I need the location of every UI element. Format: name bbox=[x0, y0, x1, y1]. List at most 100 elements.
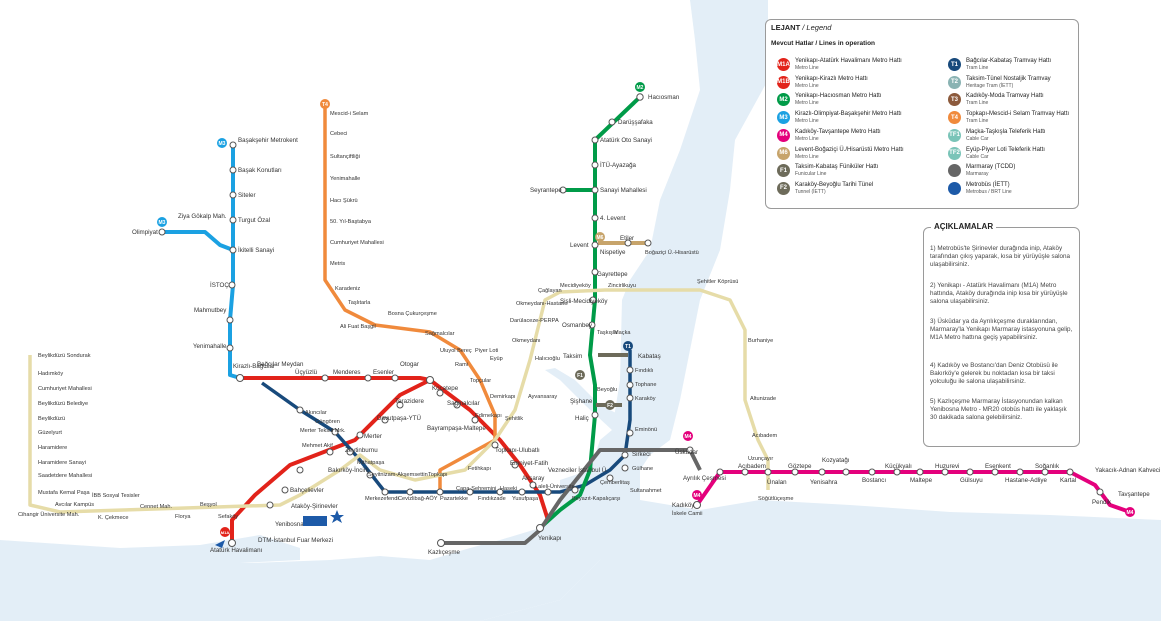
station-dot[interactable] bbox=[281, 486, 289, 494]
station-dot[interactable] bbox=[941, 468, 949, 476]
label-sanayi: Sanayi Mahallesi bbox=[600, 187, 647, 194]
station-dot[interactable] bbox=[226, 316, 234, 324]
station-dot[interactable] bbox=[842, 468, 850, 476]
station-dot[interactable] bbox=[626, 366, 634, 374]
badge-m3-label: M3 bbox=[219, 141, 226, 147]
label-sisli: Şişli-Mecidiyeköy bbox=[560, 298, 608, 305]
station-dot[interactable] bbox=[591, 186, 599, 194]
station-dot[interactable] bbox=[229, 216, 237, 224]
station-dot[interactable] bbox=[229, 191, 237, 199]
station-dot[interactable] bbox=[518, 488, 526, 496]
label-uskudar: Üsküdar bbox=[675, 449, 698, 456]
station-dot[interactable] bbox=[296, 406, 304, 414]
station-dot[interactable] bbox=[686, 446, 694, 454]
station-dot[interactable] bbox=[626, 429, 634, 437]
label-zincirlikuyu: Zincirlikuyu bbox=[608, 283, 636, 289]
station-dot[interactable] bbox=[511, 461, 519, 469]
station-dot[interactable] bbox=[591, 268, 599, 276]
station-dot[interactable] bbox=[364, 374, 372, 382]
station-dot[interactable] bbox=[626, 381, 634, 389]
station-dot[interactable] bbox=[991, 468, 999, 476]
label-sultanahmet: Sultanahmet bbox=[630, 488, 662, 494]
station-dot[interactable] bbox=[406, 488, 414, 496]
station-dot[interactable] bbox=[624, 239, 632, 247]
station-dot[interactable] bbox=[1016, 468, 1024, 476]
station-dot[interactable] bbox=[471, 416, 479, 424]
notes-panel bbox=[923, 227, 1080, 447]
station-dot[interactable] bbox=[396, 401, 404, 409]
station-dot[interactable] bbox=[436, 389, 444, 397]
station-dot[interactable] bbox=[391, 374, 399, 382]
station-dot[interactable] bbox=[868, 468, 876, 476]
station-dot[interactable] bbox=[229, 141, 237, 149]
label-macka: Maçka bbox=[614, 330, 631, 336]
station-dot[interactable] bbox=[321, 374, 329, 382]
station-dot[interactable] bbox=[791, 468, 799, 476]
station-dot[interactable] bbox=[331, 428, 339, 436]
station-dot[interactable] bbox=[496, 488, 504, 496]
station-dot[interactable] bbox=[491, 441, 499, 449]
station-dot[interactable] bbox=[158, 228, 166, 236]
station-dot[interactable] bbox=[536, 524, 544, 532]
station-dot[interactable] bbox=[326, 448, 334, 456]
station-dot[interactable] bbox=[453, 401, 461, 409]
station-dot[interactable] bbox=[356, 431, 364, 439]
station-dot[interactable] bbox=[621, 451, 629, 459]
station-dot[interactable] bbox=[966, 468, 974, 476]
station-dot[interactable] bbox=[228, 539, 236, 547]
station-dot[interactable] bbox=[559, 186, 567, 194]
label-altunizade: Altunizade bbox=[750, 396, 776, 402]
legend-item-name: Kadıköy-Tavşantepe Metro Hattı bbox=[795, 128, 881, 135]
label-haci-sukru: Hacı Şükrü bbox=[330, 198, 358, 204]
station-dot[interactable] bbox=[266, 501, 274, 509]
station-dot[interactable] bbox=[1041, 468, 1049, 476]
station-dot[interactable] bbox=[608, 118, 616, 126]
station-dot[interactable] bbox=[226, 344, 234, 352]
station-dot[interactable] bbox=[436, 488, 444, 496]
station-dot[interactable] bbox=[591, 241, 599, 249]
station-dot[interactable] bbox=[588, 321, 596, 329]
station-dot[interactable] bbox=[466, 488, 474, 496]
station-dot[interactable] bbox=[693, 501, 701, 509]
station-dot[interactable] bbox=[916, 468, 924, 476]
station-dot[interactable] bbox=[426, 376, 434, 384]
station-dot[interactable] bbox=[346, 448, 354, 456]
station-dot[interactable] bbox=[236, 374, 244, 382]
station-dot[interactable] bbox=[818, 468, 826, 476]
station-dot[interactable] bbox=[381, 416, 389, 424]
station-dot[interactable] bbox=[1066, 468, 1074, 476]
station-dot[interactable] bbox=[644, 239, 652, 247]
label-sagmalcilar: Sağmalcılar bbox=[447, 400, 480, 407]
station-dot[interactable] bbox=[589, 296, 597, 304]
station-dot[interactable] bbox=[1096, 488, 1104, 496]
station-dot[interactable] bbox=[366, 471, 374, 479]
station-dot[interactable] bbox=[764, 468, 772, 476]
station-dot[interactable] bbox=[893, 468, 901, 476]
station-dot[interactable] bbox=[529, 481, 537, 489]
station-dot[interactable] bbox=[591, 136, 599, 144]
station-dot[interactable] bbox=[228, 281, 236, 289]
station-dot[interactable] bbox=[716, 468, 724, 476]
label-akincilar: Akıncılar bbox=[305, 410, 327, 416]
label-kocatepe: Kocatepe bbox=[432, 385, 459, 392]
label-otogar: Otogar bbox=[400, 361, 419, 368]
label-ayvansaray: Ayvansaray bbox=[528, 394, 557, 400]
station-dot[interactable] bbox=[229, 246, 237, 254]
note-5: 5) Kazlıçeşme Marmaray İstasyonundan kal… bbox=[930, 398, 1067, 421]
station-dot[interactable] bbox=[591, 161, 599, 169]
station-dot[interactable] bbox=[741, 468, 749, 476]
station-dot[interactable] bbox=[591, 411, 599, 419]
station-dot[interactable] bbox=[296, 466, 304, 474]
station-dot[interactable] bbox=[437, 539, 445, 547]
station-dot[interactable] bbox=[229, 166, 237, 174]
station-dot[interactable] bbox=[544, 488, 552, 496]
station-dot[interactable] bbox=[571, 486, 579, 494]
station-dot[interactable] bbox=[621, 464, 629, 472]
station-dot[interactable] bbox=[606, 474, 614, 482]
station-dot[interactable] bbox=[636, 93, 644, 101]
station-dot[interactable] bbox=[626, 394, 634, 402]
label-kirazli: Kirazlı-Bağcılar bbox=[233, 363, 275, 370]
station-dot[interactable] bbox=[381, 488, 389, 496]
station-dot[interactable] bbox=[591, 214, 599, 222]
